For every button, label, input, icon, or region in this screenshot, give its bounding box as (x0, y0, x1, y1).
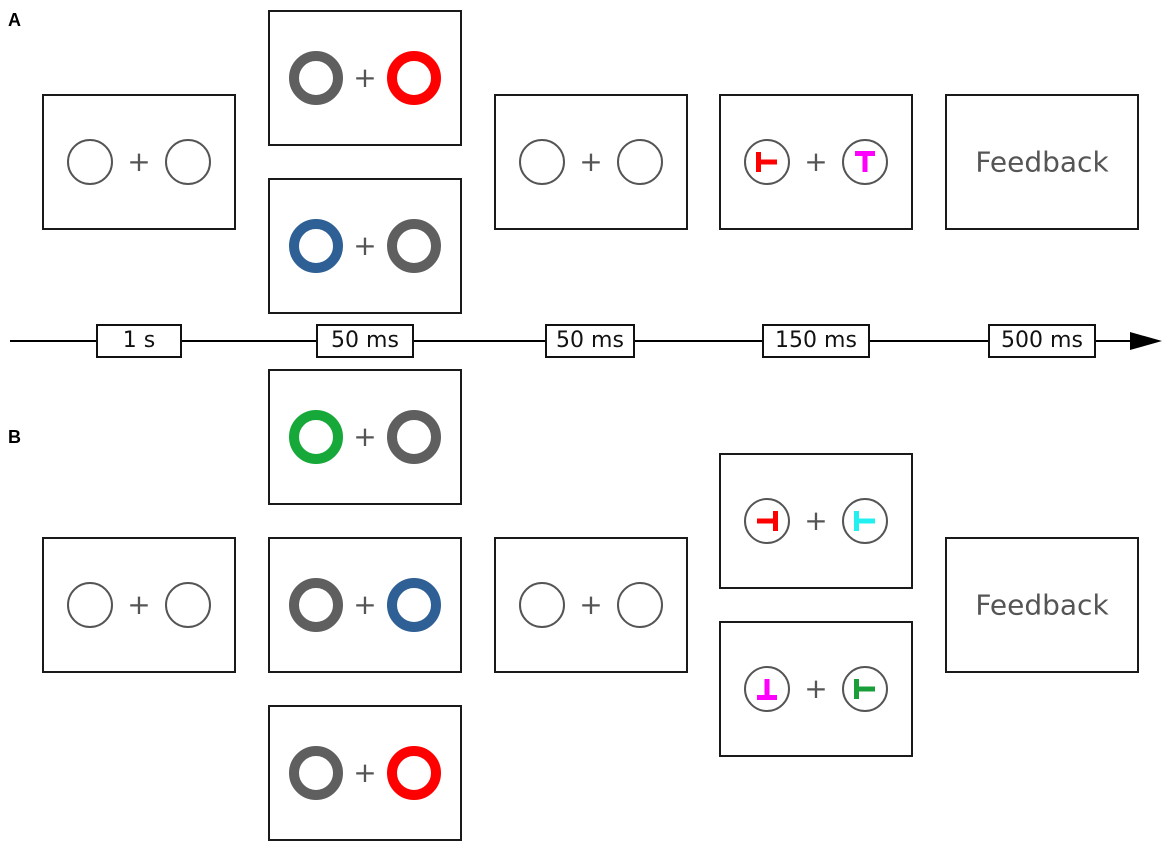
target-t-right (757, 511, 778, 531)
b-cue-frame-3: + (268, 705, 462, 841)
left-cue-ring-gray (289, 51, 343, 105)
b-target-frame-1: + (719, 453, 913, 589)
right-target-circle (842, 139, 888, 185)
right-cue-ring-blue (387, 578, 441, 632)
fixation-cross: + (804, 504, 827, 537)
right-placeholder-circle (165, 139, 211, 185)
a-feedback-frame: Feedback (945, 94, 1139, 230)
fixation-cross: + (353, 61, 376, 94)
right-cue-ring-red (387, 51, 441, 105)
b-target-frame-2: + (719, 621, 913, 757)
left-target-circle (744, 139, 790, 185)
right-placeholder-circle (617, 582, 663, 628)
target-t-left (854, 511, 875, 531)
fixation-cross: + (127, 588, 150, 621)
fixation-cross: + (579, 588, 602, 621)
fixation-cross: + (804, 145, 827, 178)
left-placeholder-circle (67, 139, 113, 185)
fixation-cross: + (353, 756, 376, 789)
right-placeholder-circle (617, 139, 663, 185)
left-cue-ring-gray (289, 578, 343, 632)
a-isi-frame: + (494, 94, 688, 230)
duration-fixation: 1 s (96, 324, 182, 358)
duration-target: 150 ms (762, 324, 870, 358)
target-t-left (854, 679, 875, 699)
fixation-cross: + (804, 672, 827, 705)
left-placeholder-circle (519, 582, 565, 628)
panel-label-a: A (8, 10, 21, 30)
fixation-cross: + (353, 588, 376, 621)
fixation-cross: + (353, 229, 376, 262)
left-cue-ring-gray (289, 746, 343, 800)
b-cue-frame-1: + (268, 369, 462, 505)
a-fixation-frame: + (42, 94, 236, 230)
duration-feedback: 500 ms (988, 324, 1096, 358)
a-cue-frame-1: + (268, 10, 462, 146)
duration-cue: 50 ms (316, 324, 414, 358)
left-target-circle (744, 498, 790, 544)
left-cue-ring-blue (289, 219, 343, 273)
fixation-cross: + (127, 145, 150, 178)
duration-isi: 50 ms (545, 324, 635, 358)
left-placeholder-circle (519, 139, 565, 185)
right-cue-ring-red (387, 746, 441, 800)
target-t-left (756, 152, 777, 172)
left-cue-ring-green (289, 410, 343, 464)
b-fixation-frame: + (42, 537, 236, 673)
target-t-down (757, 679, 777, 700)
right-target-circle (842, 666, 888, 712)
b-cue-frame-2: + (268, 537, 462, 673)
a-feedback-label: Feedback (975, 145, 1109, 179)
right-target-circle (842, 498, 888, 544)
a-target-frame: + (719, 94, 913, 230)
right-cue-ring-gray (387, 219, 441, 273)
b-isi-frame: + (494, 537, 688, 673)
b-feedback-frame: Feedback (945, 537, 1139, 673)
panel-label-b: B (8, 427, 21, 447)
left-target-circle (744, 666, 790, 712)
b-feedback-label: Feedback (975, 588, 1109, 622)
a-cue-frame-2: + (268, 178, 462, 314)
left-placeholder-circle (67, 582, 113, 628)
target-t-up (855, 151, 875, 172)
fixation-cross: + (353, 420, 376, 453)
right-cue-ring-gray (387, 410, 441, 464)
right-placeholder-circle (165, 582, 211, 628)
fixation-cross: + (579, 145, 602, 178)
